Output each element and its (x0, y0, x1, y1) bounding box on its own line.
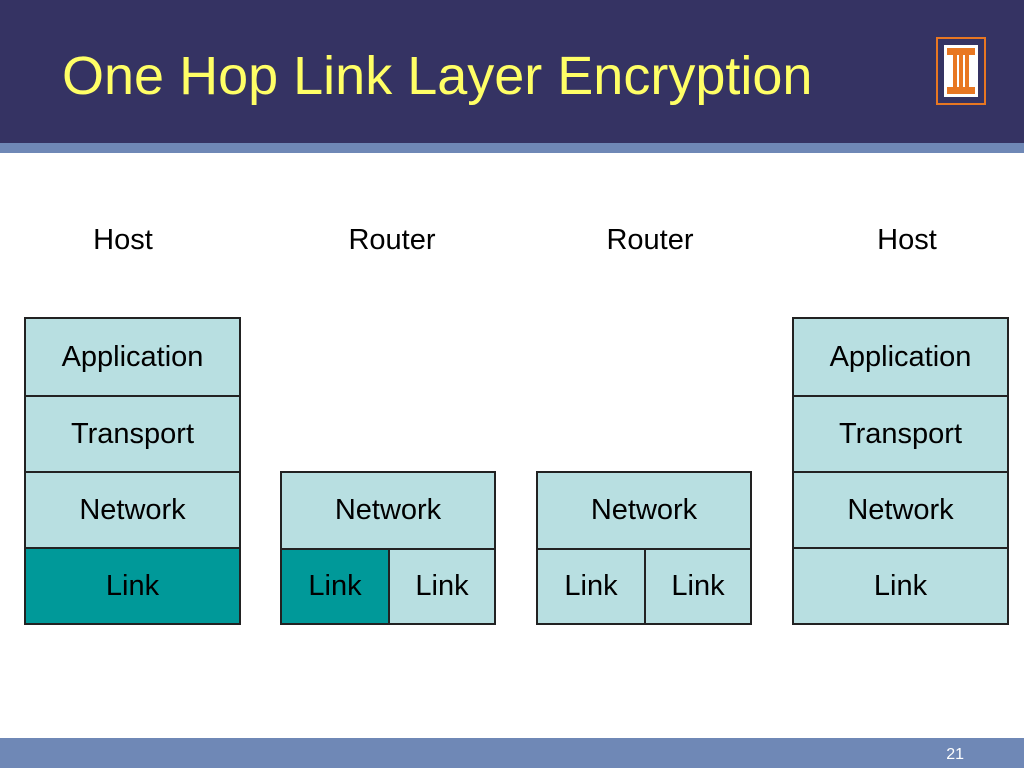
title-bar: One Hop Link Layer Encryption (0, 0, 1024, 143)
layer-application: Application (26, 319, 239, 395)
footer-bar: 21 (0, 738, 1024, 768)
column-label-host: Host (877, 224, 937, 256)
layer-link: Link (538, 548, 644, 623)
layer-link: Link (644, 548, 750, 623)
page-number: 21 (946, 746, 964, 763)
layer-transport: Transport (26, 395, 239, 471)
title-divider (0, 143, 1024, 153)
column-label-router: Router (348, 224, 436, 256)
layer-application: Application (794, 319, 1007, 395)
layer-link: Link (794, 547, 1007, 623)
layer-network: Network (794, 471, 1007, 547)
column-label-host: Host (93, 224, 153, 256)
layer-link: Link (388, 548, 494, 623)
layer-link-encrypted: Link (26, 547, 239, 623)
layer-network: Network (538, 473, 750, 548)
layer-link-encrypted: Link (282, 548, 388, 623)
layer-transport: Transport (794, 395, 1007, 471)
slide-title: One Hop Link Layer Encryption (62, 46, 813, 106)
column-label-router: Router (606, 224, 694, 256)
layer-network: Network (282, 473, 494, 548)
layer-network: Network (26, 471, 239, 547)
university-logo-icon (936, 37, 986, 105)
